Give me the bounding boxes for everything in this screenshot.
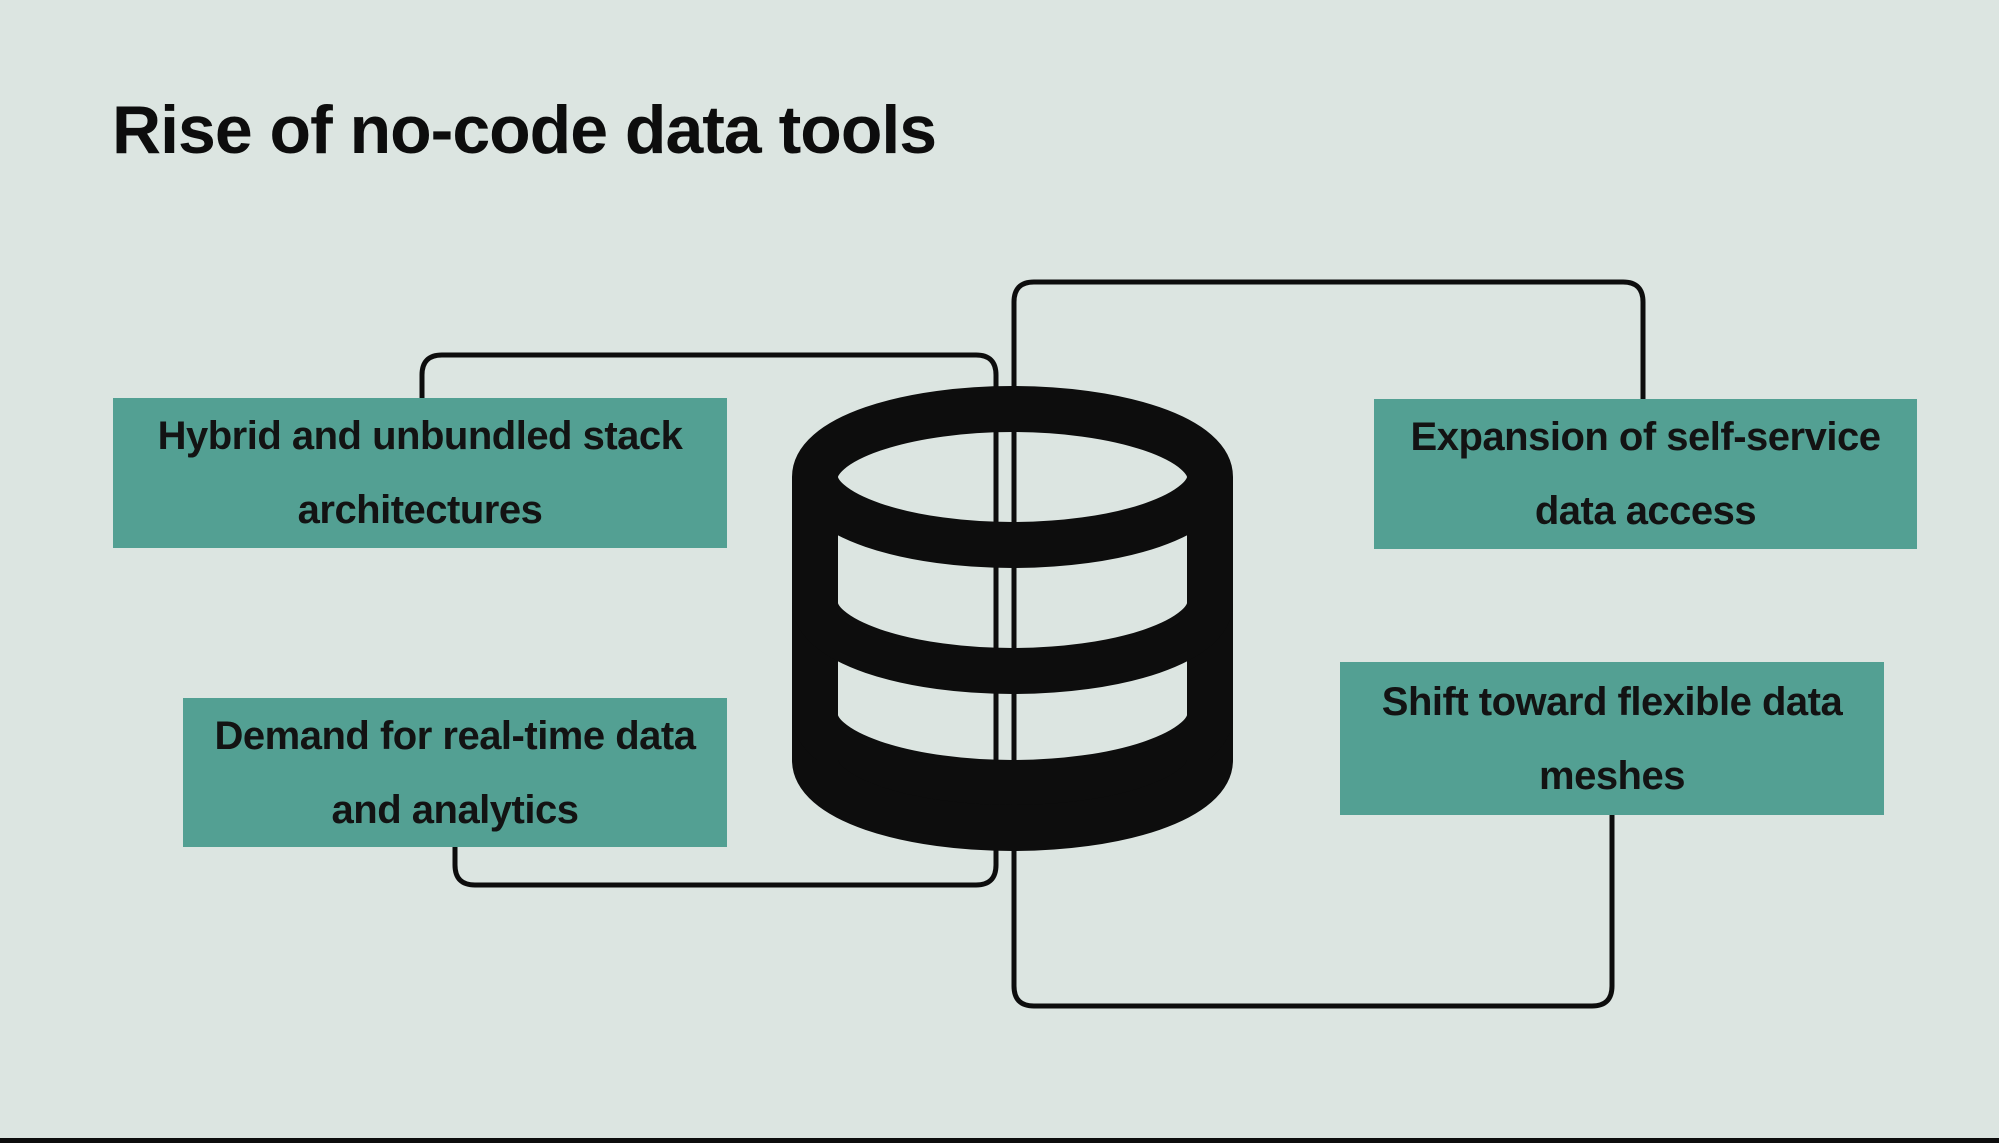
node-label-line: meshes — [1539, 753, 1685, 798]
connector-left-loop — [419, 352, 999, 888]
node-realtime-analytics: Demand for real-time data and analytics — [183, 698, 727, 847]
node-label-line: and analytics — [331, 787, 579, 832]
node-label-line: Hybrid and unbundled stack — [157, 414, 683, 458]
next-slide-edge — [0, 1138, 1999, 1143]
connector-right-loop — [1011, 279, 1646, 1009]
node-label-line: architectures — [297, 488, 543, 532]
node-data-meshes: Shift toward flexible data meshes — [1340, 662, 1884, 815]
node-label-line: Shift toward flexible data — [1381, 679, 1843, 724]
node-label-line: data access — [1534, 489, 1757, 533]
database-icon — [792, 386, 1233, 851]
node-selfservice-access: Expansion of self-service data access — [1374, 399, 1917, 549]
node-hybrid-architectures: Hybrid and unbundled stack architectures — [113, 398, 727, 548]
node-label-line: Expansion of self-service — [1410, 415, 1881, 459]
page-title: Rise of no-code data tools — [112, 92, 937, 168]
node-label-line: Demand for real-time data — [214, 713, 696, 758]
